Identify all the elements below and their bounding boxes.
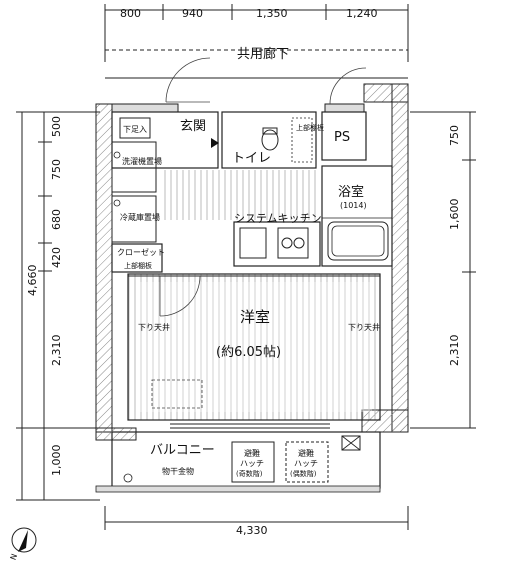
dim-right-1: 750 [448, 125, 461, 146]
closet [111, 243, 163, 273]
dim-left-5: 2,310 [50, 335, 63, 367]
fridge-label: 冷蔵庫置場 [120, 212, 160, 222]
dim-right-2: 1,600 [448, 199, 461, 231]
bath-label: 浴室 [338, 184, 364, 200]
dim-bottom: 4,330 [236, 524, 268, 537]
upper-cabinet-1-label: 上部棚板 [296, 123, 324, 132]
dim-top-1: 800 [120, 7, 141, 20]
outer-walls [95, 83, 409, 441]
ps-label: PS [334, 130, 350, 145]
sink [239, 227, 267, 259]
bath-size-label: (1014) [340, 201, 367, 210]
left-dimension-line [16, 111, 100, 501]
dim-left-4: 420 [50, 247, 63, 268]
north-arrow-icon [11, 527, 37, 553]
dim-top-3: 1,350 [256, 7, 288, 20]
toilet-label: トイレ [232, 151, 271, 166]
dim-left-2: 750 [50, 159, 63, 180]
balcony-label: バルコニー [150, 443, 215, 458]
closet-label: クローゼット [117, 247, 165, 257]
corridor-label: 共用廊下 [237, 46, 289, 62]
dim-left-total: 4,660 [26, 265, 39, 297]
balcony-window [170, 419, 330, 429]
kitchen-label: システムキッチン [234, 212, 322, 225]
toilet-room [221, 111, 317, 169]
main-room [127, 273, 381, 421]
laundry-fridge-area [111, 141, 157, 243]
upper-cabinet-2-label: 上部棚板 [124, 261, 152, 270]
dim-left-3: 680 [50, 209, 63, 230]
laundry-pole-label: 物干金物 [162, 466, 194, 476]
hatch-2-line2: ハッチ [294, 459, 318, 468]
north-label: N [9, 553, 20, 562]
room-size-label: (約6.05帖) [216, 345, 281, 360]
dim-top-4: 1,240 [346, 7, 378, 20]
dim-left-6: 1,000 [50, 445, 63, 477]
ceiling-right-label: 下り天井 [348, 322, 380, 332]
kitchen-counter [233, 221, 321, 267]
dim-right-3: 2,310 [448, 335, 461, 367]
entrance-area [111, 57, 219, 169]
hatch-1-line2: ハッチ [240, 459, 264, 468]
entrance-label: 玄関 [180, 119, 206, 134]
hatch-1-line3: (奇数階) [236, 469, 263, 478]
stove [277, 227, 309, 259]
shoe-storage-label: 下足入 [123, 125, 147, 134]
hatch-1-line1: 避難 [244, 448, 260, 458]
ceiling-left-label: 下り天井 [138, 322, 170, 332]
bottom-dimension-line [104, 506, 409, 530]
laundry-label: 洗濯機置場 [122, 156, 162, 166]
room-label: 洋室 [240, 308, 270, 326]
bathroom [321, 165, 393, 267]
hatch-2-line3: (偶数階) [290, 469, 317, 478]
ps-space [321, 111, 367, 161]
right-dimension-line [410, 111, 476, 429]
dim-left-1: 500 [50, 116, 63, 137]
balcony [95, 431, 381, 493]
hatch-2-line1: 避難 [298, 448, 314, 458]
kitchen-floor [160, 170, 318, 220]
top-dimension-line [104, 4, 409, 62]
dim-top-2: 940 [182, 7, 203, 20]
